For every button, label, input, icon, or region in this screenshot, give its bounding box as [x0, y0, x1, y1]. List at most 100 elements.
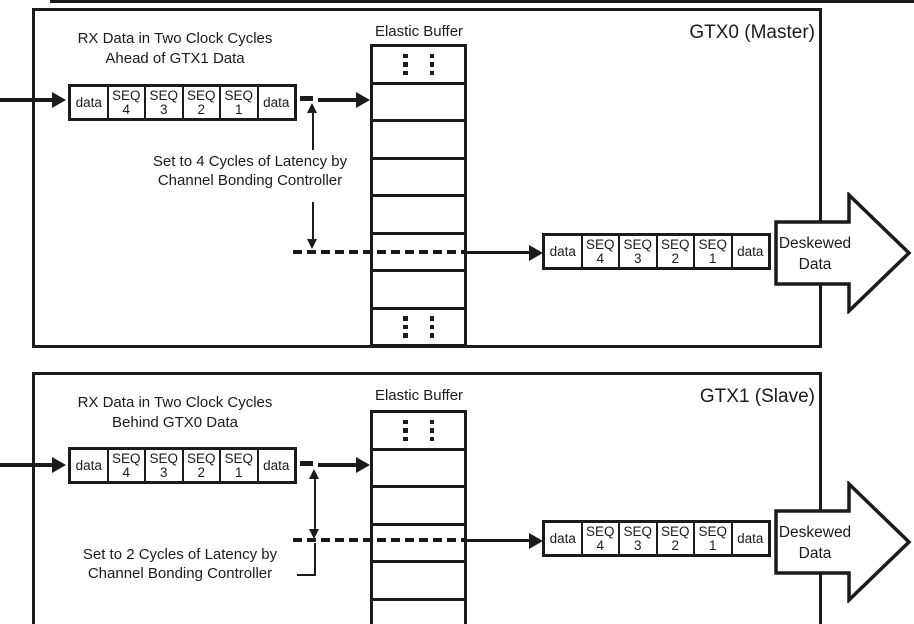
- output-sequence-row-gtx1: data SEQ 4 SEQ 3 SEQ 2 SEQ 1 data: [542, 520, 771, 557]
- top-crop-line: [50, 0, 914, 3]
- seq-label: SEQ: [660, 236, 690, 252]
- buffer-cell: [373, 119, 464, 157]
- buffer-cell: [373, 597, 464, 624]
- row-cell-seq3: SEQ 3: [144, 87, 182, 118]
- seq-label: SEQ: [585, 236, 615, 252]
- row-cell-data: data: [71, 450, 107, 481]
- to-buffer-arrowhead-icon-gtx1: [356, 457, 370, 473]
- seq-label: SEQ: [623, 523, 652, 539]
- panel-title-gtx1: GTX1 (Slave): [699, 386, 815, 407]
- data-cell-label: data: [75, 457, 102, 473]
- seq-number: 3: [159, 464, 168, 480]
- deskewed-data-label-gtx0: Deskewed Data: [777, 233, 853, 275]
- row-cell-seq2: SEQ 2: [181, 450, 219, 481]
- deskewed-line2: Data: [798, 545, 832, 562]
- input-arrowhead-icon-gtx1: [52, 457, 66, 473]
- to-buffer-arrow-line-gtx1: [318, 463, 358, 467]
- row-cell-seq4: SEQ 4: [106, 87, 144, 118]
- buffer-cell: [373, 306, 464, 344]
- latency-note-line1: Set to 4 Cycles of Latency by: [152, 153, 348, 170]
- to-buffer-arrow-line-gtx0: [318, 98, 358, 102]
- deskewed-line1: Deskewed: [778, 235, 852, 252]
- input-sequence-row-gtx0: data SEQ 4 SEQ 3 SEQ 2 SEQ 1 data: [68, 84, 297, 121]
- alignment-dashed-line-gtx0: [293, 250, 467, 254]
- ellipsis-icon: [403, 53, 434, 75]
- row-cell-seq1: SEQ 1: [693, 236, 731, 267]
- seq-label: SEQ: [149, 87, 178, 103]
- seq-label: SEQ: [660, 523, 690, 539]
- data-cell-label: data: [263, 94, 290, 110]
- measure-arrowhead-up-icon-gtx1: [309, 469, 319, 479]
- row-cell-seq3: SEQ 3: [144, 450, 182, 481]
- seq-number: 1: [708, 250, 717, 266]
- seq-number: 4: [596, 537, 604, 553]
- seq-label: SEQ: [585, 523, 615, 539]
- to-output-arrow-line-gtx1: [467, 538, 530, 542]
- input-arrow-line-gtx0: [0, 98, 53, 102]
- buffer-cell: [373, 156, 464, 194]
- latency-note-gtx0: Set to 4 Cycles of Latency by Channel Bo…: [125, 152, 375, 190]
- row-cell-seq4: SEQ 4: [580, 236, 618, 267]
- buffer-cell: [373, 485, 464, 523]
- row-cell-seq4: SEQ 4: [106, 450, 144, 481]
- elastic-buffer-gtx1: [370, 410, 467, 624]
- measure-line-gtx1: [313, 478, 316, 530]
- input-arrowhead-icon-gtx0: [52, 92, 66, 108]
- data-cell-label: data: [75, 94, 102, 110]
- note-connector-horizontal-gtx1: [297, 573, 315, 576]
- seq-label: SEQ: [224, 87, 253, 103]
- latency-note-line2: Channel Bonding Controller: [87, 565, 273, 582]
- buffer-cell: [373, 413, 464, 448]
- seq-label: SEQ: [186, 450, 216, 466]
- latency-note-gtx1: Set to 2 Cycles of Latency by Channel Bo…: [55, 545, 305, 583]
- gtx1-panel: [32, 372, 822, 624]
- seq-number: 3: [159, 101, 168, 117]
- note-connector-vertical-gtx1: [313, 543, 316, 576]
- seq-number: 3: [633, 537, 642, 553]
- deskewed-data-arrow-gtx0: [774, 192, 912, 314]
- ellipsis-icon: [403, 419, 434, 441]
- buffer-cell: [373, 447, 464, 485]
- rx-note-line1: RX Data in Two Clock Cycles: [77, 30, 273, 47]
- seq-label: SEQ: [698, 523, 727, 539]
- output-sequence-row-gtx0: data SEQ 4 SEQ 3 SEQ 2 SEQ 1 data: [542, 233, 771, 270]
- measure-arrowhead-up-icon-gtx0: [307, 103, 317, 113]
- row-cell-seq2: SEQ 2: [655, 523, 693, 554]
- deskewed-line1: Deskewed: [778, 524, 852, 541]
- data-cell-label: data: [737, 530, 764, 546]
- row-cell-seq2: SEQ 2: [655, 236, 693, 267]
- row-cell-seq1: SEQ 1: [219, 87, 257, 118]
- latency-tick-dash-gtx0: [300, 96, 313, 101]
- data-cell-label: data: [737, 243, 764, 259]
- latency-note-line1: Set to 2 Cycles of Latency by: [82, 546, 278, 563]
- buffer-cell: [373, 194, 464, 232]
- to-buffer-arrowhead-icon-gtx0: [356, 92, 370, 108]
- elastic-buffer-label-gtx0: Elastic Buffer: [374, 23, 464, 40]
- to-output-arrowhead-icon-gtx1: [529, 532, 543, 549]
- row-cell-data: data: [545, 523, 581, 554]
- deskewed-data-arrow-gtx1: [774, 481, 912, 603]
- row-cell-data: data: [730, 236, 768, 267]
- seq-label: SEQ: [698, 236, 727, 252]
- seq-number: 1: [234, 101, 243, 117]
- row-cell-seq3: SEQ 3: [618, 236, 656, 267]
- seq-label: SEQ: [224, 450, 253, 466]
- buffer-cell: [373, 81, 464, 119]
- data-cell-label: data: [263, 457, 290, 473]
- data-cell-label: data: [549, 530, 576, 546]
- latency-note-line2: Channel Bonding Controller: [157, 172, 343, 189]
- input-sequence-row-gtx1: data SEQ 4 SEQ 3 SEQ 2 SEQ 1 data: [68, 447, 297, 484]
- elastic-buffer-gtx0: [370, 44, 467, 347]
- alignment-dashed-line-gtx1: [293, 538, 467, 542]
- row-cell-seq2: SEQ 2: [181, 87, 219, 118]
- seq-label: SEQ: [186, 87, 216, 103]
- seq-label: SEQ: [623, 236, 652, 252]
- measure-line-lower-gtx0: [311, 202, 314, 240]
- seq-number: 2: [671, 250, 679, 266]
- buffer-cell: [373, 560, 464, 598]
- measure-arrowhead-down-icon-gtx1: [309, 529, 319, 539]
- seq-label: SEQ: [149, 450, 178, 466]
- row-cell-seq1: SEQ 1: [219, 450, 257, 481]
- row-cell-data: data: [256, 450, 294, 481]
- seq-number: 4: [122, 101, 130, 117]
